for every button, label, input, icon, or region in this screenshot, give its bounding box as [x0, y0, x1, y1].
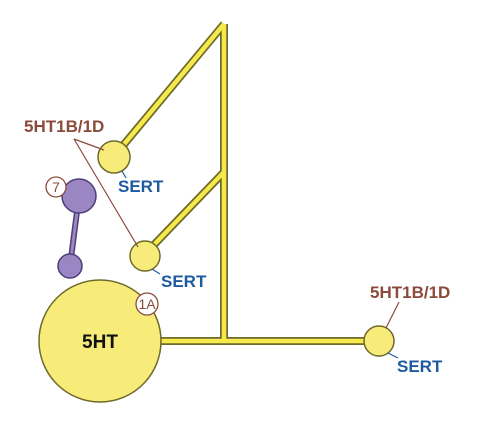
axon-branches [112, 21, 380, 345]
sert-pointer-middle [151, 268, 161, 275]
badge-1a: 1A [135, 292, 159, 316]
badge-1a-circle [135, 292, 159, 316]
axon-lower-branch [145, 170, 226, 254]
sert-pointer-right [387, 352, 399, 359]
receptor-label-right: 5HT1B/1D [370, 283, 450, 302]
pointer-to-middle-bouton [73, 138, 139, 248]
pointer-to-right-bouton [385, 301, 400, 329]
badge-7: 7 [45, 176, 67, 198]
purple-neuron [57, 178, 97, 279]
middle-terminal-bouton [129, 240, 161, 272]
pointer-to-upper-bouton [73, 138, 105, 151]
receptor-label-left: 5HT1B/1D [24, 117, 104, 136]
purple-terminal [57, 253, 83, 279]
sert-pointer-upper [121, 170, 127, 179]
badge-7-circle [45, 176, 67, 198]
sert-label-upper: SERT [118, 177, 164, 196]
sert-label-middle: SERT [161, 272, 207, 291]
neuron-label-5ht: 5HT [82, 332, 118, 353]
badge-7-text: 7 [52, 179, 60, 195]
purple-soma [61, 178, 97, 214]
5ht-cell-body [38, 279, 162, 403]
badge-1a-text: 1A [138, 296, 156, 312]
sert-label-right: SERT [397, 357, 443, 376]
sert-pointers [121, 170, 399, 359]
receptor-pointers [73, 138, 400, 329]
upper-terminal-bouton [97, 140, 131, 174]
axon-upper-branch [114, 22, 226, 156]
right-terminal-bouton [363, 325, 395, 357]
